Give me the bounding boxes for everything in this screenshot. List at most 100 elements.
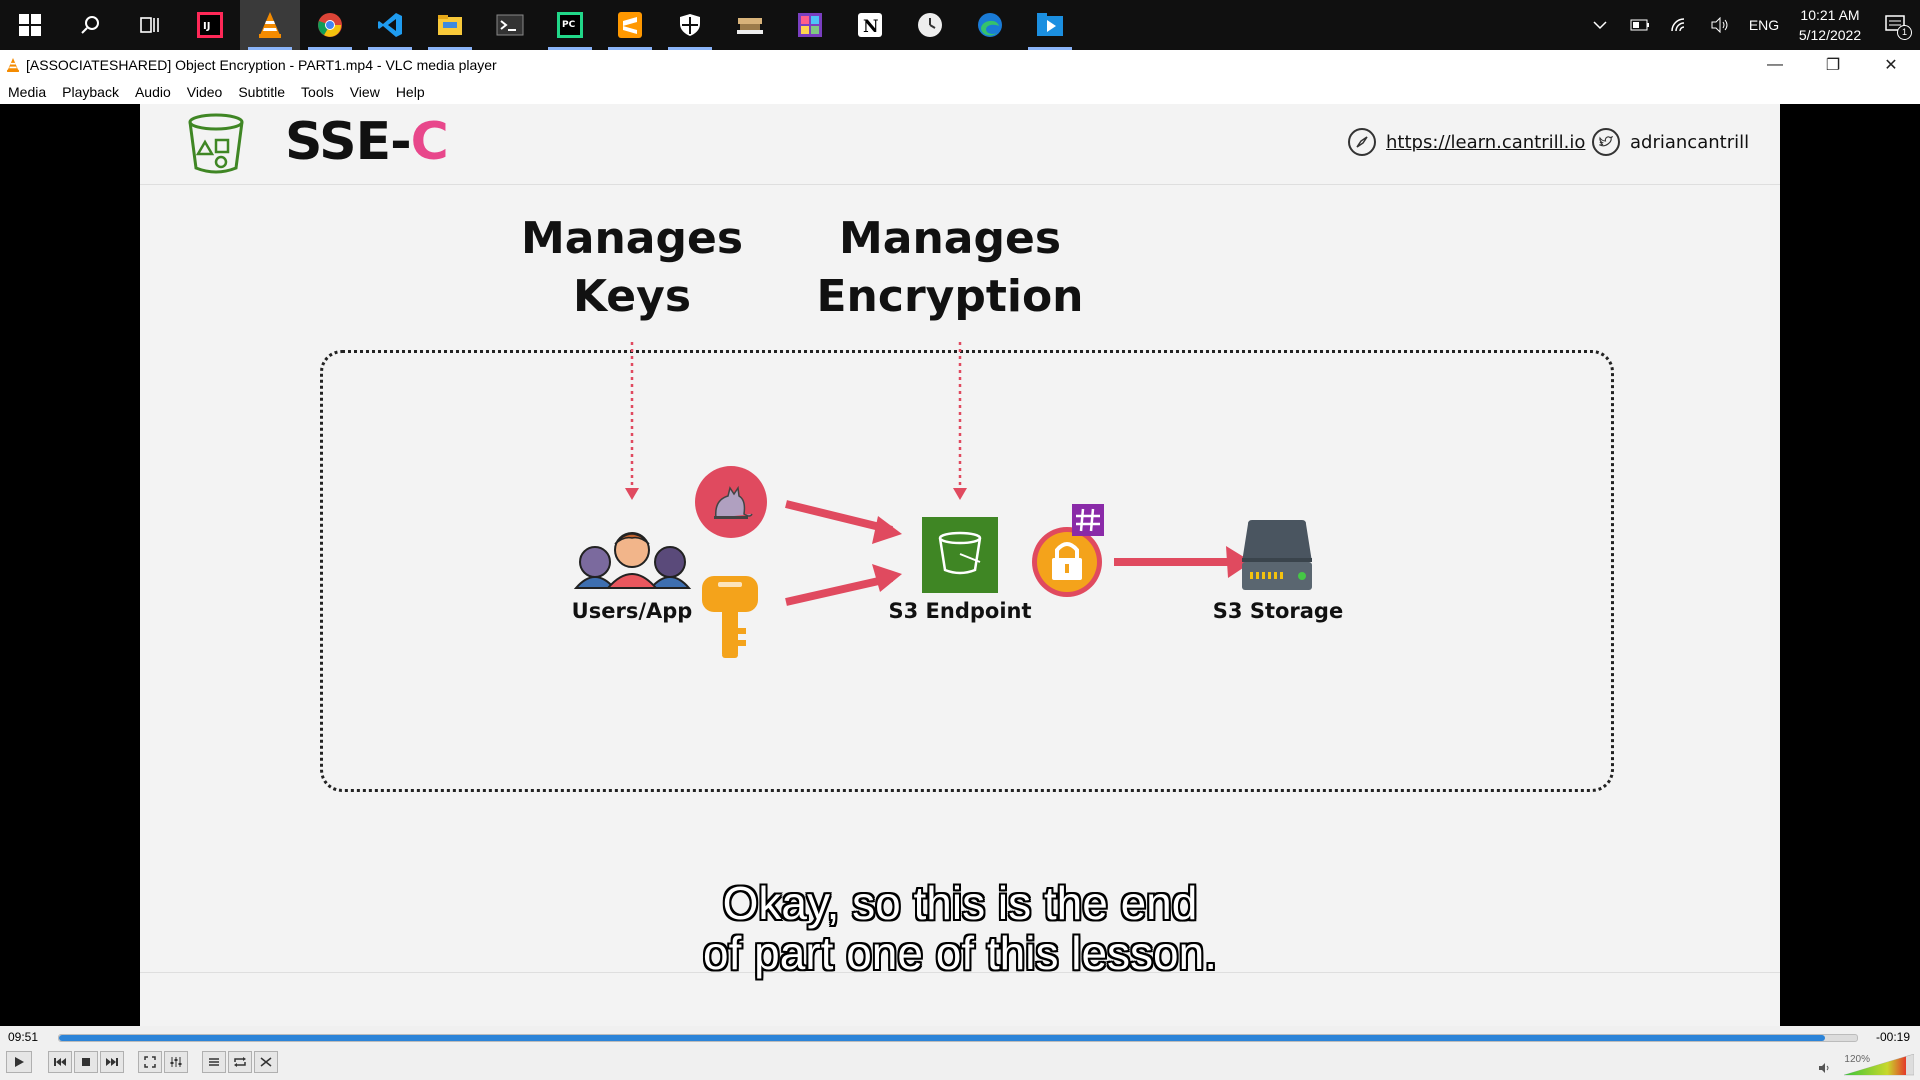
menu-video[interactable]: Video <box>186 84 223 100</box>
play-button[interactable] <box>6 1051 32 1073</box>
menu-view[interactable]: View <box>349 84 380 100</box>
stop-button[interactable] <box>74 1051 98 1073</box>
taskbar-vlc[interactable] <box>240 0 300 50</box>
menu-subtitle[interactable]: Subtitle <box>238 84 286 100</box>
pycharm-icon: PC <box>557 12 583 38</box>
manages-keys-line1: Manages <box>520 213 744 264</box>
notion-icon: N <box>858 13 882 37</box>
taskbar-file-explorer[interactable] <box>420 0 480 50</box>
time-elapsed[interactable]: 09:51 <box>8 1030 39 1044</box>
website-url[interactable]: https://learn.cantrill.io <box>1386 131 1586 153</box>
folder-icon <box>438 15 462 35</box>
dotted-boundary <box>320 350 1614 792</box>
slide: SSE-C https://learn.cantrill.io adrianca… <box>140 104 1780 1026</box>
s3-storage-label: S3 Storage <box>1212 599 1344 623</box>
taskbar-notion[interactable]: N <box>840 0 900 50</box>
manages-encryption-line2: Encryption <box>816 271 1084 322</box>
task-view-button[interactable] <box>120 0 180 50</box>
loop-button[interactable] <box>228 1051 252 1073</box>
next-icon <box>106 1058 118 1066</box>
playlist-button[interactable] <box>202 1051 226 1073</box>
stop-icon <box>82 1058 90 1066</box>
speaker-icon <box>1711 17 1728 33</box>
taskbar-terminal[interactable] <box>480 0 540 50</box>
clock-time: 10:21 AM <box>1800 7 1860 23</box>
notifications-button[interactable]: 1 <box>1872 0 1920 50</box>
intellij-icon: IJ <box>197 12 223 38</box>
time-remaining[interactable]: -00:19 <box>1875 1030 1910 1044</box>
window-titlebar: [ASSOCIATESHARED] Object Encryption - PA… <box>0 50 1920 80</box>
tray-clock[interactable]: 10:21 AM 5/12/2022 <box>1788 5 1872 45</box>
system-tray: ENG 10:21 AM 5/12/2022 1 <box>1580 0 1920 50</box>
arrow-key-head <box>872 564 902 592</box>
twitter-handle: adriancantrill <box>1630 131 1750 153</box>
shuffle-icon <box>260 1057 272 1067</box>
next-button[interactable] <box>100 1051 124 1073</box>
slide-footer-divider <box>140 972 1780 973</box>
window-title: [ASSOCIATESHARED] Object Encryption - PA… <box>26 57 497 73</box>
taskbar-pycharm[interactable]: PC <box>540 0 600 50</box>
menu-media[interactable]: Media <box>8 84 47 100</box>
taskbar-clock-app[interactable] <box>900 0 960 50</box>
extended-settings-button[interactable] <box>164 1051 188 1073</box>
start-button[interactable] <box>0 0 60 50</box>
svg-text:IJ: IJ <box>203 21 210 32</box>
s3-storage-icon <box>1242 520 1312 590</box>
tray-overflow[interactable] <box>1580 0 1620 50</box>
encryption-connector-head <box>953 488 967 500</box>
task-view-icon <box>140 17 159 33</box>
app-icon <box>798 13 822 37</box>
shield-icon <box>680 14 700 36</box>
taskbar-sublime[interactable] <box>600 0 660 50</box>
manages-keys-label: Manages Keys <box>502 210 762 326</box>
tray-network[interactable] <box>1660 0 1700 50</box>
restore-button[interactable]: ❐ <box>1825 57 1841 74</box>
taskbar-app-12[interactable] <box>780 0 840 50</box>
fullscreen-icon <box>144 1056 156 1068</box>
manages-encryption-line1: Manages <box>838 213 1062 264</box>
shuffle-button[interactable] <box>254 1051 278 1073</box>
menu-help[interactable]: Help <box>395 84 425 100</box>
taskbar-chrome[interactable] <box>300 0 360 50</box>
menu-audio[interactable]: Audio <box>134 84 171 100</box>
playlist-icon <box>209 1058 219 1066</box>
search-button[interactable] <box>60 0 120 50</box>
volume-slider[interactable] <box>1844 1054 1914 1076</box>
tray-volume[interactable] <box>1700 0 1740 50</box>
compass-icon <box>1348 128 1376 156</box>
arrow-cat-to-endpoint <box>785 500 893 534</box>
player-controls: 09:51 -00:19 120% <box>0 1026 1920 1080</box>
taskbar-vscode[interactable] <box>360 0 420 50</box>
key-icon <box>702 576 758 658</box>
seek-bar-fill <box>59 1035 1825 1041</box>
minimize-button[interactable]: — <box>1767 56 1783 73</box>
video-area[interactable]: SSE-C https://learn.cantrill.io adrianca… <box>0 104 1920 1026</box>
close-button[interactable]: ✕ <box>1884 57 1898 74</box>
previous-button[interactable] <box>48 1051 72 1073</box>
menu-tools[interactable]: Tools <box>301 84 334 100</box>
speaker-icon[interactable] <box>1818 1062 1832 1074</box>
vlc-icon <box>259 12 281 38</box>
terminal-icon <box>496 14 524 36</box>
users-app-label: Users/App <box>571 599 693 623</box>
cat-key-icon <box>695 466 767 538</box>
arrow-storage-head <box>1226 546 1252 578</box>
taskbar-app-11[interactable] <box>720 0 780 50</box>
wifi-icon <box>1671 18 1685 32</box>
volume-level: 120% <box>1844 1054 1870 1065</box>
users-icon <box>573 532 692 589</box>
s3-endpoint-label: S3 Endpoint <box>888 599 1032 623</box>
seek-bar[interactable] <box>58 1034 1858 1042</box>
tray-language[interactable]: ENG <box>1748 17 1780 33</box>
taskbar-security[interactable] <box>660 0 720 50</box>
taskbar-intellij[interactable]: IJ <box>180 0 240 50</box>
tray-battery[interactable] <box>1620 0 1660 50</box>
twitter-link[interactable]: adriancantrill <box>1592 128 1749 156</box>
website-link[interactable]: https://learn.cantrill.io <box>1348 128 1585 156</box>
taskbar-media-player[interactable] <box>1020 0 1080 50</box>
menu-playback[interactable]: Playback <box>62 84 119 100</box>
equalizer-icon <box>170 1057 182 1067</box>
taskbar-edge[interactable] <box>960 0 1020 50</box>
lock-icon <box>1032 504 1104 597</box>
fullscreen-button[interactable] <box>138 1051 162 1073</box>
